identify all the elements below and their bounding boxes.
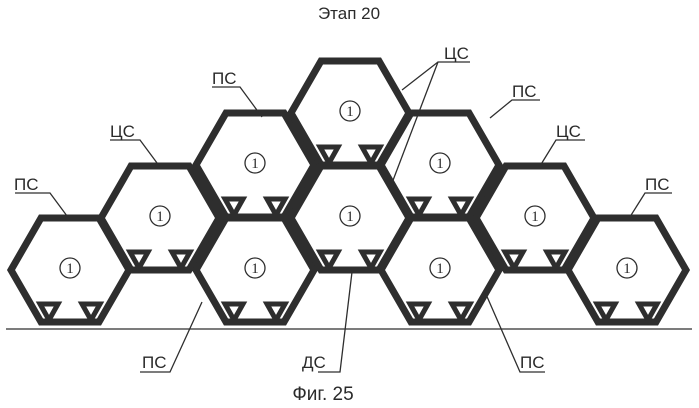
connector-triangle (40, 304, 58, 320)
connector-triangle (225, 304, 243, 320)
cell-number: 1 (623, 261, 631, 277)
figure-caption: Фиг. 25 (292, 384, 353, 405)
connector-triangle (547, 252, 565, 268)
hexagon-cell: 1 (568, 218, 686, 322)
connector-triangle (452, 304, 470, 320)
cell-number: 1 (346, 104, 354, 120)
connector-triangle (505, 252, 523, 268)
label-ds-bottom: ДС (302, 353, 326, 372)
label-cs-top: ЦС (444, 44, 469, 63)
connector-triangle (130, 252, 148, 268)
leader-ps-upper-right (490, 100, 540, 118)
label-ps-right: ПС (645, 175, 670, 194)
connector-triangle (320, 252, 338, 268)
cell-number: 1 (251, 261, 259, 277)
leader-cs-right (540, 140, 585, 166)
connector-triangle (82, 304, 100, 320)
connector-triangle (225, 199, 243, 215)
connector-triangle (320, 147, 338, 163)
cell-number: 1 (66, 261, 74, 277)
connector-triangle (452, 199, 470, 215)
cell-number: 1 (251, 156, 259, 172)
hexagon-cells: 1 1 1 1 1 1 1 1 1 1 (11, 61, 686, 322)
label-cs-right: ЦС (556, 122, 581, 141)
connector-triangle (410, 304, 428, 320)
label-ps-left: ПС (14, 175, 39, 194)
connector-triangle (267, 199, 285, 215)
cell-number: 1 (531, 209, 539, 225)
cell-number: 1 (346, 209, 354, 225)
cell-number: 1 (436, 261, 444, 277)
stage-title: Этап 20 (318, 4, 380, 23)
label-ps-upper-left: ПС (212, 69, 237, 88)
connector-triangle (639, 304, 657, 320)
connector-triangle (597, 304, 615, 320)
label-ps-upper-right: ПС (512, 82, 537, 101)
connector-triangle (172, 252, 190, 268)
label-ps-bottom-left: ПС (142, 353, 167, 372)
connector-triangle (362, 252, 380, 268)
label-cs-left: ЦС (110, 122, 135, 141)
label-ps-bottom-right: ПС (520, 353, 545, 372)
connector-triangle (362, 147, 380, 163)
structure-labels: ПС ЦС ПС ЦС ПС ЦС ПС ПС ДС ПС (14, 44, 670, 372)
connector-triangle (410, 199, 428, 215)
connector-triangle (267, 304, 285, 320)
cell-number: 1 (156, 209, 164, 225)
cell-number: 1 (436, 156, 444, 172)
